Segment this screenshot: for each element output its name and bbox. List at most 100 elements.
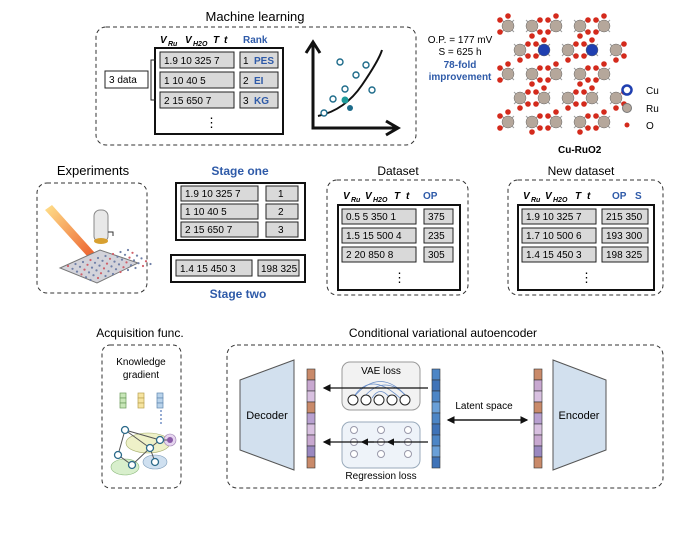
stage-one-panel: Stage one 1.9 10 325 7 1 10 40 5 2 15 65… (175, 164, 306, 241)
svg-text:2: 2 (278, 207, 284, 218)
latent-vector (431, 368, 441, 469)
ml-ellipsis: ⋮ (205, 115, 218, 130)
svg-text:2 20 850 8: 2 20 850 8 (346, 250, 394, 261)
svg-text:H2O: H2O (373, 197, 388, 204)
decoder-block (239, 359, 295, 471)
svg-text:Ru: Ru (531, 197, 541, 204)
svg-text:S: S (635, 191, 642, 202)
svg-text:305: 305 (428, 250, 445, 261)
new-dataset-title: New dataset (548, 164, 615, 178)
rank-ei: EI (254, 76, 264, 87)
ml-row-3: 2 15 650 7 (164, 96, 212, 107)
svg-text:O.P. = 177 mV: O.P. = 177 mV (428, 35, 493, 46)
stage-one-title: Stage one (211, 164, 269, 178)
svg-text:V: V (160, 35, 168, 46)
svg-text:2: 2 (243, 76, 249, 87)
svg-text:Knowledge: Knowledge (116, 357, 166, 368)
decoder-label: Decoder (246, 410, 288, 422)
rank-pes: PES (254, 56, 274, 67)
svg-text:1.5 15 500 4: 1.5 15 500 4 (346, 231, 402, 242)
svg-text:gradient: gradient (123, 370, 159, 381)
svg-text:375: 375 (428, 212, 445, 223)
svg-text:1: 1 (243, 56, 249, 67)
svg-text:T: T (575, 191, 582, 202)
three-data-label (104, 70, 149, 89)
acquisition-title: Acquisition func. (96, 326, 183, 340)
encoder-input-vector (533, 368, 543, 469)
svg-text:T: T (213, 35, 220, 46)
svg-text:⋮: ⋮ (393, 270, 406, 285)
encoder-block (552, 359, 607, 471)
acquisition-panel: Acquisition func. Knowledge gradient (96, 326, 184, 489)
candidate-bars (119, 392, 164, 409)
svg-text:V: V (545, 191, 553, 202)
svg-text:1.4 15 450 3: 1.4 15 450 3 (526, 250, 582, 261)
ml-table-header: V Ru V H2O T t Rank (160, 35, 268, 48)
svg-text:V: V (185, 35, 193, 46)
svg-text:1 10 40 5: 1 10 40 5 (185, 207, 227, 218)
svg-text:Cu: Cu (646, 86, 659, 97)
svg-text:2 15 650 7: 2 15 650 7 (185, 225, 233, 236)
svg-text:O: O (646, 121, 654, 132)
svg-text:H2O: H2O (193, 41, 208, 48)
svg-text:Ru: Ru (351, 197, 361, 204)
experiments-panel: Experiments (36, 163, 152, 294)
svg-text:S = 625 h: S = 625 h (438, 47, 481, 58)
atom-legend: Cu Ru O (621, 84, 659, 132)
svg-text:t: t (224, 35, 228, 46)
svg-text:OP: OP (612, 191, 627, 202)
stage-two-title: Stage two (210, 287, 267, 301)
svg-text:⋮: ⋮ (580, 270, 593, 285)
svg-text:1.7 10 500 6: 1.7 10 500 6 (526, 231, 582, 242)
machine-learning-title: Machine learning (205, 9, 304, 24)
electrode (93, 209, 109, 243)
svg-text:t: t (587, 191, 591, 202)
ml-row-2: 1 10 40 5 (164, 76, 206, 87)
vae-loss-label: VAE loss (361, 366, 401, 377)
svg-text:V: V (343, 191, 351, 202)
svg-text:Ru: Ru (646, 104, 659, 115)
laser-beam (45, 205, 103, 268)
svg-text:1: 1 (278, 189, 284, 200)
stage-two-panel: 1.4 15 450 3 198 325 Stage two (170, 254, 306, 301)
svg-text:3: 3 (278, 225, 284, 236)
svg-text:t: t (406, 191, 410, 202)
compound-label: Cu-RuO2 (558, 145, 602, 156)
svg-text:1.9 10 325 7: 1.9 10 325 7 (526, 212, 582, 223)
svg-text:1.4 15 450 3: 1.4 15 450 3 (180, 264, 236, 275)
svg-text:V: V (523, 191, 531, 202)
dataset-title: Dataset (377, 164, 419, 178)
cu-ruo2-crystal-structure (497, 13, 627, 135)
svg-text:1.9 10 325 7: 1.9 10 325 7 (185, 189, 241, 200)
svg-text:215 350: 215 350 (606, 212, 643, 223)
svg-text:H2O: H2O (553, 197, 568, 204)
svg-text:V: V (365, 191, 373, 202)
machine-learning-panel: Machine learning V Ru V H2O T t Rank 1.9… (95, 9, 417, 146)
svg-text:198 325: 198 325 (261, 264, 298, 275)
svg-text:0.5 5 350 1: 0.5 5 350 1 (346, 212, 396, 223)
cvae-title: Conditional variational autoencoder (349, 326, 537, 340)
svg-text:improvement: improvement (429, 72, 492, 83)
svg-text:OP: OP (423, 191, 438, 202)
svg-text:T: T (394, 191, 401, 202)
cvae-panel: Conditional variational autoencoder Deco… (226, 326, 664, 489)
encoder-label: Encoder (559, 410, 600, 422)
latent-space-label: Latent space (455, 401, 513, 412)
svg-text:Rank: Rank (243, 35, 268, 46)
decoder-output-vector (306, 368, 316, 469)
result-summary: O.P. = 177 mV S = 625 h 78-fold improvem… (428, 35, 493, 83)
svg-text:78-fold: 78-fold (444, 60, 477, 71)
svg-text:235: 235 (428, 231, 445, 242)
regression-plot-icon (304, 39, 401, 137)
experiments-title: Experiments (57, 163, 130, 178)
svg-text:193 300: 193 300 (606, 231, 643, 242)
svg-text:3: 3 (243, 96, 249, 107)
ml-row-1: 1.9 10 325 7 (164, 56, 220, 67)
knowledge-graph (110, 410, 177, 476)
rank-kg: KG (254, 96, 269, 107)
svg-text:Ru: Ru (168, 41, 178, 48)
svg-text:198 325: 198 325 (606, 250, 643, 261)
